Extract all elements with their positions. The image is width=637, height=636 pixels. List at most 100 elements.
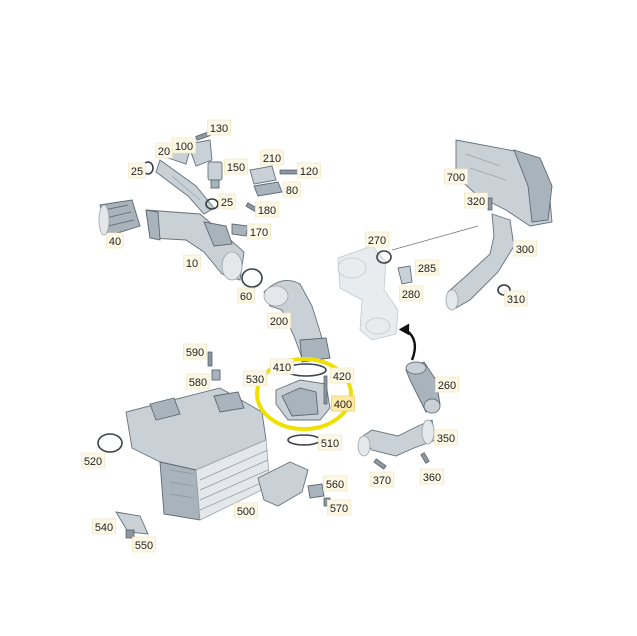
part-label-350[interactable]: 350 <box>434 429 458 446</box>
part-number: 200 <box>270 316 288 328</box>
part-label-320[interactable]: 320 <box>464 192 488 209</box>
sensor-580 <box>211 369 221 381</box>
bolt-370 <box>373 458 387 470</box>
part-label-590[interactable]: 590 <box>183 343 207 360</box>
part-label-180[interactable]: 180 <box>255 201 279 218</box>
clip-560 <box>307 483 325 499</box>
part-number: 550 <box>135 540 153 552</box>
part-label-bg <box>92 518 116 535</box>
pipe-350 <box>357 419 437 457</box>
part-label-bg <box>218 193 236 210</box>
gasket-520 <box>97 433 123 453</box>
part-label-20[interactable]: 20 <box>155 142 173 159</box>
part-label-60[interactable]: 60 <box>237 287 255 304</box>
part-label-520[interactable]: 520 <box>81 452 105 469</box>
part-label-530[interactable]: 530 <box>243 370 267 387</box>
part-label-bg <box>444 168 468 185</box>
part-label-10[interactable]: 10 <box>183 254 201 271</box>
intake-boot-40 <box>98 199 141 237</box>
part-label-100[interactable]: 100 <box>172 137 196 154</box>
part-label-bg <box>106 232 124 249</box>
part-label-370[interactable]: 370 <box>370 471 394 488</box>
part-number: 310 <box>507 294 525 306</box>
part-number: 60 <box>240 291 252 303</box>
turbocharger-ghost <box>337 245 399 341</box>
part-number: 25 <box>131 166 143 178</box>
part-label-700[interactable]: 700 <box>444 168 468 185</box>
hose-260 <box>405 361 441 414</box>
part-number: 700 <box>447 172 465 184</box>
arrow-head <box>398 323 410 336</box>
bracket-540 <box>115 511 149 535</box>
valve-400 <box>275 363 331 446</box>
part-number: 260 <box>438 380 456 392</box>
part-label-25[interactable]: 25 <box>218 193 236 210</box>
part-label-360[interactable]: 360 <box>420 468 444 485</box>
charge-pipe-200 <box>263 279 331 363</box>
part-label-130[interactable]: 130 <box>207 119 231 136</box>
part-label-270[interactable]: 270 <box>365 231 389 248</box>
part-label-bg <box>183 254 201 271</box>
part-number: 100 <box>175 141 193 153</box>
part-label-bg <box>420 468 444 485</box>
part-label-bg <box>224 158 248 175</box>
part-label-200[interactable]: 200 <box>267 312 291 329</box>
part-label-510[interactable]: 510 <box>318 434 342 451</box>
part-label-280[interactable]: 280 <box>399 285 423 302</box>
part-label-580[interactable]: 580 <box>186 373 210 390</box>
highlight-circle <box>255 357 353 431</box>
part-label-170[interactable]: 170 <box>247 223 271 240</box>
part-number: 285 <box>418 263 436 275</box>
part-number: 400 <box>334 399 352 411</box>
part-label-260[interactable]: 260 <box>435 376 459 393</box>
part-number: 40 <box>109 236 121 248</box>
part-number: 580 <box>189 377 207 389</box>
part-number: 570 <box>330 503 348 515</box>
part-label-540[interactable]: 540 <box>92 518 116 535</box>
sensor-150 <box>207 161 223 189</box>
part-label-285[interactable]: 285 <box>415 259 439 276</box>
leader-line-270-320 <box>391 225 479 251</box>
part-label-210[interactable]: 210 <box>260 149 284 166</box>
part-label-410[interactable]: 410 <box>270 358 294 375</box>
part-label-550[interactable]: 550 <box>132 536 156 553</box>
part-number: 150 <box>227 162 245 174</box>
part-number: 25 <box>221 197 233 209</box>
part-number: 270 <box>368 235 386 247</box>
part-label-120[interactable]: 120 <box>297 162 321 179</box>
part-label-bg <box>434 429 458 446</box>
part-label-420[interactable]: 420 <box>330 367 354 384</box>
part-label-400[interactable]: 400 <box>331 395 355 412</box>
part-label-bg <box>132 536 156 553</box>
part-label-150[interactable]: 150 <box>224 158 248 175</box>
part-label-bg <box>243 370 267 387</box>
part-number: 280 <box>402 289 420 301</box>
part-label-bg <box>237 287 255 304</box>
part-number: 130 <box>210 123 228 135</box>
part-label-80[interactable]: 80 <box>283 181 301 198</box>
part-number: 300 <box>516 244 534 256</box>
part-number: 320 <box>467 196 485 208</box>
part-label-40[interactable]: 40 <box>106 232 124 249</box>
part-label-bg <box>270 358 294 375</box>
part-label-bg <box>283 181 301 198</box>
clip-285 <box>397 265 413 285</box>
part-label-bg <box>327 499 351 516</box>
intake-duct-10 <box>145 209 245 281</box>
part-number: 10 <box>186 258 198 270</box>
part-label-500[interactable]: 500 <box>234 502 258 519</box>
part-label-560[interactable]: 560 <box>323 475 347 492</box>
part-label-25[interactable]: 25 <box>128 162 146 179</box>
part-label-bg <box>255 201 279 218</box>
clamp-25b <box>205 198 219 210</box>
part-label-310[interactable]: 310 <box>504 290 528 307</box>
part-label-570[interactable]: 570 <box>327 499 351 516</box>
part-number: 590 <box>186 347 204 359</box>
part-label-300[interactable]: 300 <box>513 240 537 257</box>
part-number: 560 <box>326 479 344 491</box>
part-number: 120 <box>300 166 318 178</box>
part-number: 80 <box>286 185 298 197</box>
part-number: 510 <box>321 438 339 450</box>
part-label-bg <box>207 119 231 136</box>
